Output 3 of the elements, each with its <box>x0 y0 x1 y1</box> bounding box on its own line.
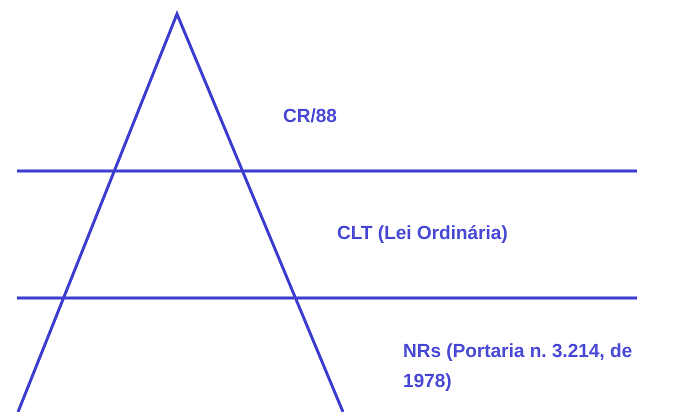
level-label: CLT (Lei Ordinária) <box>337 222 508 246</box>
level-label: CR/88 <box>283 105 337 129</box>
level-label: NRs (Portaria n. 3.214, de 1978) <box>403 340 634 394</box>
